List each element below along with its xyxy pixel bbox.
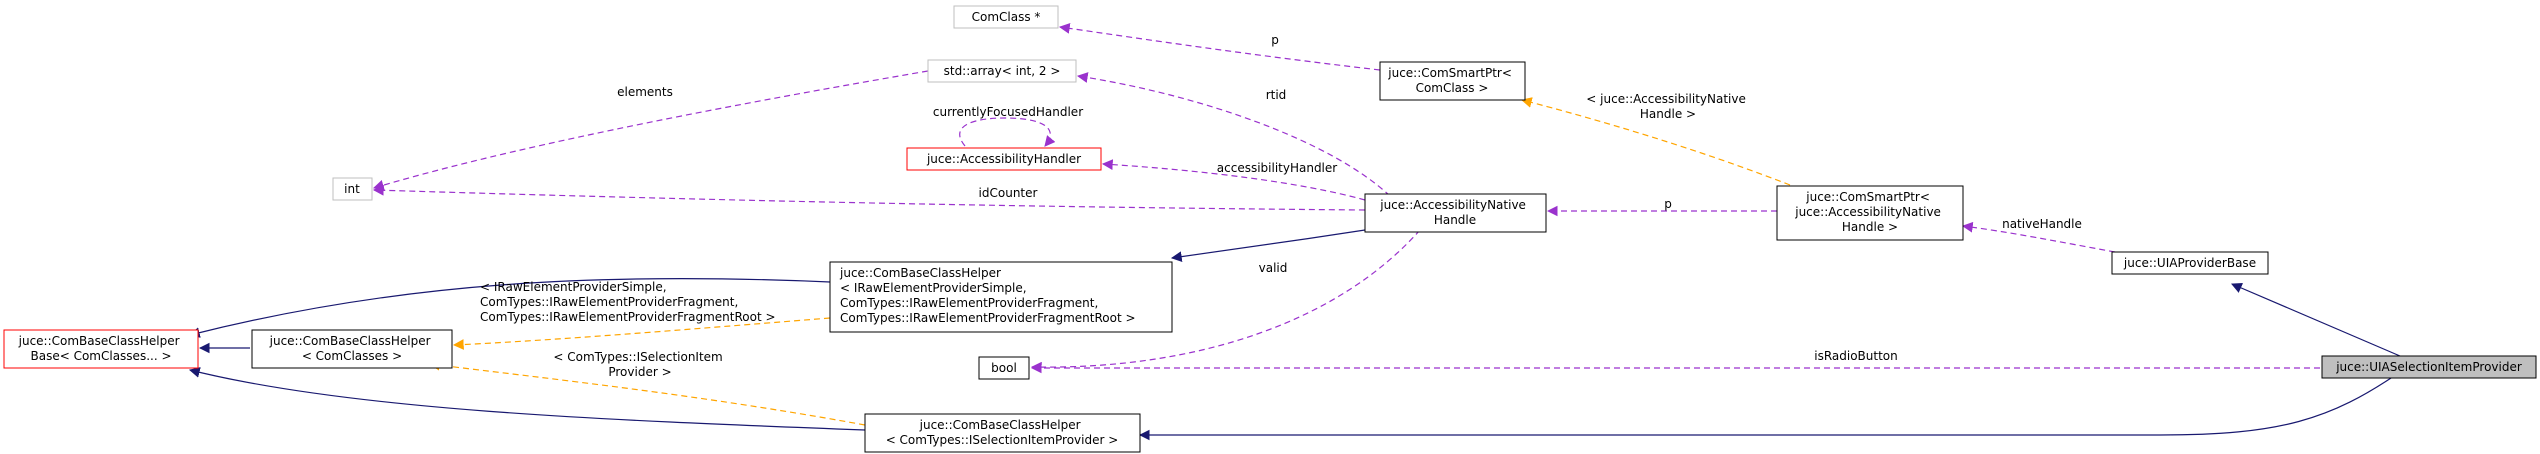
- svg-text:juce::ComSmartPtr< ComCl: juce::ComSmartPtr< ComClass >: [1387, 66, 1515, 95]
- svg-text:< juce::AccessibilityNative: < juce::AccessibilityNative Handle >: [1586, 92, 1749, 121]
- edge-use-valid: [1030, 229, 1421, 373]
- edge-use-native-handle: [1961, 221, 2116, 253]
- svg-text:juce::ComBaseClassHelper: juce::ComBaseClassHelper Base< ComClasse…: [18, 334, 184, 363]
- node-com-helper-base[interactable]: juce::ComBaseClassHelper Base< ComClasse…: [3, 329, 199, 369]
- edge-inherit-base-from-raw: [188, 277, 831, 338]
- node-comsmartptr-comclass[interactable]: juce::ComSmartPtr< ComClass >: [1379, 61, 1526, 101]
- node-comclass-ptr[interactable]: ComClass *: [953, 5, 1059, 29]
- label-p-mid: p: [1664, 197, 1672, 211]
- node-uia-selection-item-provider[interactable]: juce::UIASelectionItemProvider: [2321, 355, 2537, 379]
- node-int[interactable]: int: [332, 177, 373, 201]
- node-accessibility-handler[interactable]: juce::AccessibilityHandler: [906, 147, 1102, 171]
- svg-text:juce::ComBaseClassHelper: juce::ComBaseClassHelper < IRawElementPr…: [839, 266, 1136, 325]
- edge-use-p-top: [1058, 23, 1381, 71]
- svg-text:juce::ComBaseClassHelper: juce::ComBaseClassHelper < ComTypes::ISe…: [886, 418, 1119, 447]
- node-comsmartptr-native[interactable]: juce::ComSmartPtr< juce::AccessibilityNa…: [1776, 185, 1964, 241]
- svg-text:elements: elements: [617, 85, 673, 99]
- node-com-helper-selection[interactable]: juce::ComBaseClassHelper < ComTypes::ISe…: [864, 413, 1141, 453]
- svg-text:p: p: [1271, 33, 1279, 47]
- node-accessibility-native-handle[interactable]: juce::AccessibilityNative Handle: [1364, 193, 1547, 233]
- label-id-counter: idCounter: [979, 186, 1038, 200]
- svg-text:p: p: [1664, 197, 1672, 211]
- label-valid: valid: [1259, 261, 1288, 275]
- svg-text:< IRawElementProviderSimple,: < IRawElementProviderSimple, ComTypes::I…: [480, 280, 776, 324]
- svg-text:rtid: rtid: [1266, 88, 1287, 102]
- svg-text:idCounter: idCounter: [979, 186, 1038, 200]
- edge-inherit-selection-helper: [1138, 371, 2401, 441]
- svg-text:juce::AccessibilityNative: juce::AccessibilityNative Handle: [1379, 198, 1530, 227]
- node-bool[interactable]: bool: [978, 356, 1030, 380]
- svg-text:ComClass *: ComClass *: [972, 10, 1041, 24]
- node-uia-provider-base[interactable]: juce::UIAProviderBase: [2111, 251, 2269, 275]
- svg-text:juce::UIAProviderBase: juce::UIAProviderBase: [2123, 256, 2256, 270]
- svg-text:juce::ComSmartPtr< juce:: juce::ComSmartPtr< juce::AccessibilityNa…: [1794, 190, 1945, 234]
- edge-inherit-uia-base: [2231, 282, 2401, 357]
- svg-text:std::array< int, 2 >: std::array< int, 2 >: [944, 64, 1061, 78]
- edge-use-elements: [372, 70, 929, 191]
- svg-text:nativeHandle: nativeHandle: [2002, 217, 2082, 231]
- svg-text:< ComTypes::ISelectionItem: < ComTypes::ISelectionItem Provider >: [553, 350, 726, 379]
- svg-text:int: int: [344, 182, 360, 196]
- svg-text:juce::ComBaseClassHelper: juce::ComBaseClassHelper < ComClasses >: [269, 334, 435, 363]
- label-template-raw: < IRawElementProviderSimple, ComTypes::I…: [480, 280, 776, 324]
- label-rtid: rtid: [1266, 88, 1287, 102]
- edge-use-id-counter: [372, 184, 1366, 211]
- edge-template-selection: [428, 359, 866, 426]
- node-com-helper-raw[interactable]: juce::ComBaseClassHelper < IRawElementPr…: [829, 261, 1173, 333]
- label-currently-focused: currentlyFocusedHandler: [933, 105, 1083, 119]
- edge-template-raw: [452, 317, 831, 350]
- label-is-radio-button: isRadioButton: [1814, 349, 1898, 363]
- label-template-selection: < ComTypes::ISelectionItem Provider >: [553, 350, 726, 379]
- label-elements: elements: [617, 85, 673, 99]
- node-std-array[interactable]: std::array< int, 2 >: [927, 59, 1077, 83]
- svg-text:juce::UIASelectionItemProvider: juce::UIASelectionItemProvider: [2335, 360, 2522, 374]
- edge-use-currently-focused: [959, 117, 1056, 147]
- svg-text:currentlyFocusedHandler: currentlyFocusedHandler: [933, 105, 1083, 119]
- svg-text:accessibilityHandler: accessibilityHandler: [1217, 161, 1338, 175]
- edge-use-rtid: [1076, 72, 1391, 197]
- edge-inherit-raw-helper: [1170, 229, 1366, 263]
- label-native-handle: nativeHandle: [2002, 217, 2082, 231]
- label-p-top: p: [1271, 33, 1279, 47]
- node-com-helper[interactable]: juce::ComBaseClassHelper < ComClasses >: [251, 329, 453, 369]
- edge-use-accessibility-handler: [1101, 159, 1366, 201]
- svg-text:bool: bool: [991, 361, 1017, 375]
- svg-text:juce::AccessibilityHandler: juce::AccessibilityHandler: [926, 152, 1081, 166]
- edge-inherit-base-from-selection: [188, 367, 866, 431]
- svg-text:valid: valid: [1259, 261, 1288, 275]
- svg-text:isRadioButton: isRadioButton: [1814, 349, 1898, 363]
- label-template-native: < juce::AccessibilityNative Handle >: [1586, 92, 1749, 121]
- label-accessibility-handler: accessibilityHandler: [1217, 161, 1338, 175]
